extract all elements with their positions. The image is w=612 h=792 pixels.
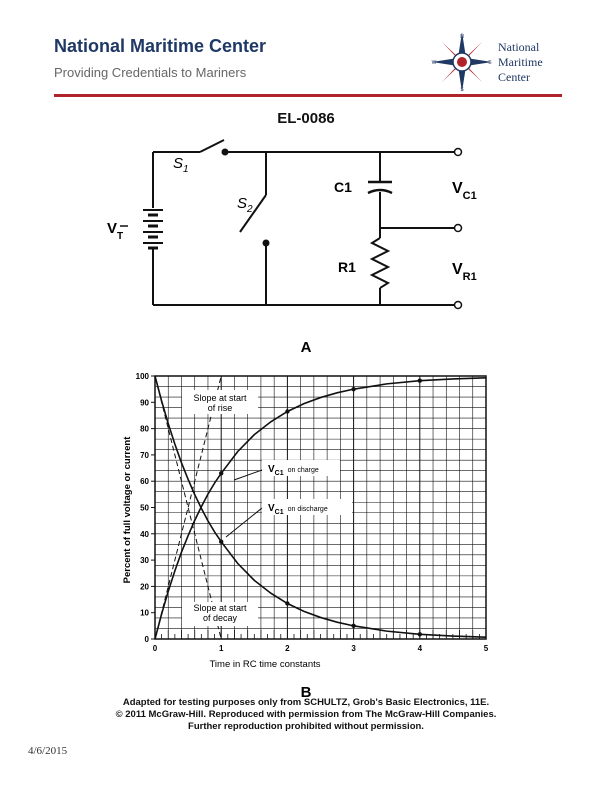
compass-s-label: S — [460, 87, 464, 93]
y-axis-label: Percent of full voltage or current — [122, 436, 133, 584]
figure-b-caption: B — [301, 684, 312, 700]
y-tick-label: 70 — [140, 451, 149, 460]
compass-e-label: E — [488, 60, 492, 66]
y-tick-label: 0 — [145, 635, 150, 644]
rise-slope-line — [154, 375, 222, 640]
discharge-point — [351, 623, 356, 629]
vc1-label: VC1 — [452, 180, 477, 202]
compass-w-label: W — [432, 60, 437, 66]
header-rule — [54, 94, 562, 97]
charge-leader-line — [233, 469, 263, 481]
logo-line-3: Center — [498, 70, 530, 84]
circuit-diagram: S1 S2 VT C1 R1 VC1 VR1 A — [107, 139, 477, 356]
figure-a-caption: A — [301, 339, 312, 356]
discharge-point — [417, 632, 422, 637]
x-tick-label: 2 — [285, 644, 290, 653]
charge-curve — [154, 377, 487, 640]
discharge-point — [285, 601, 290, 606]
credit-block: Adapted for testing purposes only from S… — [60, 697, 552, 733]
y-tick-label: 30 — [140, 556, 149, 565]
credit-line-3: Further reproduction prohibited without … — [188, 721, 424, 732]
r1-label: R1 — [338, 259, 356, 275]
x-tick-label: 0 — [153, 644, 158, 653]
header-title: National Maritime Center — [54, 36, 267, 56]
x-tick-label: 5 — [484, 644, 489, 653]
compass-rose-icon: N S E W — [432, 32, 492, 93]
vr1-label: VR1 — [452, 261, 477, 283]
logo-line-1: National — [498, 40, 540, 54]
charge-point — [285, 409, 290, 414]
y-tick-label: 60 — [140, 477, 149, 486]
charge-point — [417, 378, 422, 383]
discharge-curve — [154, 375, 487, 638]
decay-slope-line — [154, 375, 222, 640]
credit-line-1: Adapted for testing purposes only from S… — [122, 697, 490, 708]
credit-line-2: © 2011 McGraw-Hill. Reproduced with perm… — [115, 709, 497, 720]
x-axis-label: Time in RC time constants — [209, 659, 320, 670]
vt-label: VT — [107, 220, 123, 242]
y-tick-label: 40 — [140, 530, 149, 539]
rise-annotation-bg — [182, 390, 258, 414]
document-date: 4/6/2015 — [28, 745, 68, 757]
document-code: EL-0086 — [277, 110, 335, 127]
c1-label: C1 — [334, 179, 352, 195]
discharge-point — [219, 539, 224, 544]
charge-label-bg — [262, 460, 340, 476]
charge-point — [351, 386, 356, 392]
charge-point — [219, 471, 224, 476]
y-tick-label: 10 — [140, 609, 149, 618]
s2-label: S2 — [237, 195, 253, 215]
y-tick-label: 90 — [140, 398, 149, 407]
logo-text: National Maritime Center — [498, 40, 543, 85]
s1-label: S1 — [173, 155, 189, 175]
decay-annotation-bg — [182, 602, 258, 626]
y-tick-label: 20 — [140, 582, 149, 591]
discharge-label-bg — [262, 499, 352, 515]
x-tick-label: 3 — [351, 644, 356, 653]
x-tick-label: 4 — [418, 644, 423, 653]
compass-n-label: N — [460, 34, 464, 40]
x-tick-label: 1 — [219, 644, 224, 653]
y-tick-label: 100 — [136, 372, 150, 381]
y-tick-label: 50 — [140, 504, 149, 513]
logo-line-2: Maritime — [498, 55, 543, 69]
rc-time-constant-chart: 0 10 20 30 40 50 60 70 80 90 100 0 1 2 3 4 5 Slope at st… — [122, 372, 489, 700]
y-tick-label: 80 — [140, 425, 149, 434]
header-subtitle: Providing Credentials to Mariners — [54, 65, 247, 80]
discharge-leader-line — [225, 507, 263, 538]
